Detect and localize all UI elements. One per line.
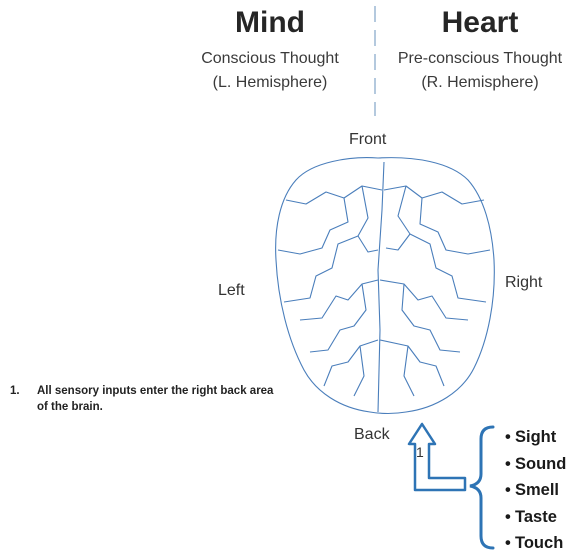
back-label: Back bbox=[354, 426, 390, 444]
senses-list: •Sight •Sound •Smell •Taste •Touch bbox=[505, 424, 566, 557]
brain-contour bbox=[276, 158, 495, 414]
mind-title: Mind bbox=[200, 6, 340, 40]
hemisphere-divider bbox=[372, 6, 378, 116]
heart-subtitle-line1: Pre-conscious Thought bbox=[380, 47, 580, 71]
sense-item: •Taste bbox=[505, 504, 566, 531]
brain-midline bbox=[378, 162, 384, 412]
arrow-step-label: 1 bbox=[416, 444, 424, 460]
note-number: 1. bbox=[10, 383, 20, 399]
left-label: Left bbox=[218, 282, 245, 300]
heart-subtitle-line2: (R. Hemisphere) bbox=[380, 71, 580, 95]
brain-outline-diagram bbox=[270, 150, 500, 420]
mind-subtitle-line1: Conscious Thought bbox=[175, 47, 365, 71]
right-label: Right bbox=[505, 274, 542, 292]
front-label: Front bbox=[349, 131, 386, 149]
sense-item: •Touch bbox=[505, 530, 566, 557]
heart-title: Heart bbox=[410, 6, 550, 40]
sense-item: •Sight bbox=[505, 424, 566, 451]
sense-item: •Sound bbox=[505, 451, 566, 478]
senses-brace bbox=[466, 424, 496, 552]
note-text: All sensory inputs enter the right back … bbox=[37, 383, 282, 415]
mind-subtitle-line2: (L. Hemisphere) bbox=[175, 71, 365, 95]
sense-item: •Smell bbox=[505, 477, 566, 504]
